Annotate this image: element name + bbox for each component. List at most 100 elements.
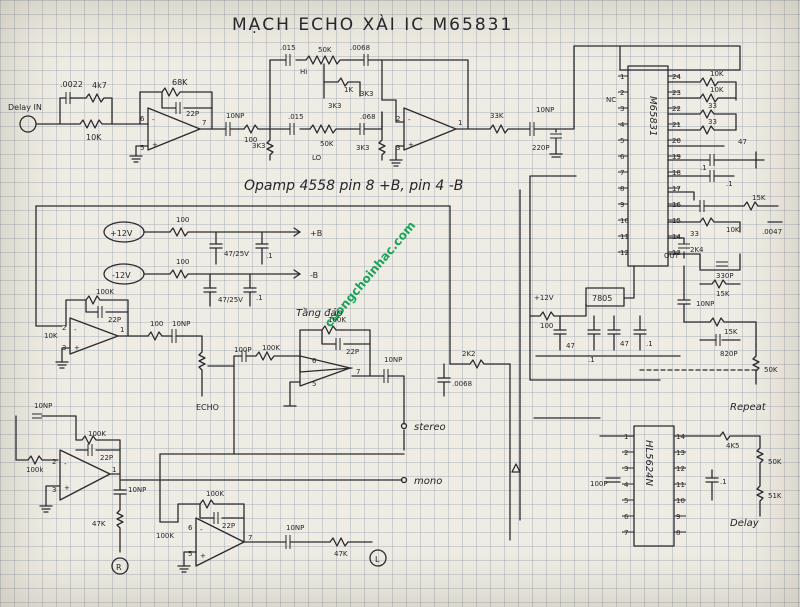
m65831-pin-22-right-number: 22: [672, 105, 681, 113]
regulator-body: [585, 287, 625, 307]
m65831-pin-4-left-number: 4: [620, 121, 625, 129]
hl5624n-pin-1-left-number: 1: [624, 433, 628, 441]
svg-text:100K: 100K: [156, 532, 174, 540]
hl5624n-pin-14-right-number: 14: [676, 433, 685, 441]
svg-text:1: 1: [112, 466, 116, 474]
m65831-pin-10-left-number: 10: [620, 217, 629, 225]
svg-text:-: -: [200, 526, 203, 534]
svg-text:7: 7: [202, 119, 206, 127]
power-supply: +12V 100 +B 47/25V .1 -12V 100 -B 47/25V…: [103, 216, 322, 307]
m65831-pin-11-left-number: 11: [620, 233, 629, 241]
svg-text:+: +: [152, 141, 158, 149]
m65831-pin-19-right-number: 19: [672, 153, 681, 161]
svg-text:100K: 100K: [206, 490, 224, 498]
svg-text:100K: 100K: [96, 288, 114, 296]
echo-stage: ECHO 100P 100K 6 5 7 100K 22P 10NP 2K2 .…: [159, 316, 511, 523]
svg-text:-: -: [74, 326, 77, 334]
svg-text:.1: .1: [726, 180, 733, 188]
hl5624n-pin-4-left-number: 4: [624, 481, 629, 489]
svg-text:2K4: 2K4: [690, 246, 704, 254]
svg-text:100: 100: [540, 322, 553, 330]
m65831-pin-6-left-number: 6: [620, 153, 625, 161]
hl5624n-pin-11-right-number: 11: [676, 481, 685, 489]
left-output-jack: [369, 549, 387, 567]
svg-text:+: +: [74, 344, 80, 352]
svg-text:47: 47: [566, 342, 575, 350]
right-output-stage: 10NP 100K 22P 100k - + 2 3 1 10NP 47K NC…: [15, 402, 146, 575]
svg-text:10NP: 10NP: [696, 300, 714, 308]
input-stage: Delay IN .0022 4k7 10K: [8, 80, 141, 142]
ic-hl5624n-name: HL5624N: [643, 440, 654, 487]
svg-text:47: 47: [738, 138, 747, 146]
svg-text:3K3: 3K3: [356, 144, 370, 152]
svg-text:820P: 820P: [720, 350, 738, 358]
svg-text:.1: .1: [266, 252, 273, 260]
m65831-pin-23-right-number: 23: [672, 89, 681, 97]
title: MẠCH ECHO XÀI IC M65831: [232, 13, 513, 35]
svg-text:100K: 100K: [262, 344, 280, 352]
svg-text:10NP: 10NP: [34, 402, 52, 410]
svg-text:22P: 22P: [222, 522, 235, 530]
svg-text:.0068: .0068: [350, 44, 370, 52]
hl5624n-pin-6-left-number: 6: [624, 513, 629, 521]
m65831-pin-3-left-number: 3: [620, 105, 624, 113]
svg-text:33: 33: [708, 118, 717, 126]
svg-text:2: 2: [62, 324, 66, 332]
ic-hl5624n-body: [633, 425, 675, 547]
ic-m65831-right-parts: 10K 10K 33 33 47 .1 .1 15K 33 10K .0047 …: [667, 70, 783, 298]
svg-text:5: 5: [312, 380, 316, 388]
svg-text:-B: -B: [310, 271, 318, 280]
svg-text:-12V: -12V: [112, 271, 131, 280]
right-output-jack: [111, 557, 129, 575]
svg-text:33: 33: [690, 230, 699, 238]
svg-text:7: 7: [356, 368, 360, 376]
m65831-pin-5-left-number: 5: [620, 137, 624, 145]
ic-m65831-body: [627, 65, 669, 267]
svg-text:.1: .1: [720, 478, 727, 486]
svg-text:100K: 100K: [88, 430, 106, 438]
svg-text:LO: LO: [312, 154, 322, 162]
tang-dao-stage: - + 2 3 1 10K 100K 22P 100 10NP Tầng đảo: [35, 205, 451, 397]
m65831-pin-24-right-number: 24: [672, 73, 681, 81]
svg-text:.1: .1: [588, 356, 595, 364]
svg-text:100: 100: [176, 258, 189, 266]
svg-text:.0068: .0068: [452, 380, 472, 388]
svg-text:6: 6: [140, 115, 145, 123]
svg-text:100: 100: [150, 320, 163, 328]
svg-text:1K: 1K: [344, 86, 353, 94]
svg-text:3: 3: [396, 144, 400, 152]
m65831-pin-9-left-number: 9: [620, 201, 624, 209]
svg-text:6: 6: [188, 524, 193, 532]
svg-text:+: +: [408, 141, 414, 149]
cap-0022-label: .0022: [60, 80, 83, 89]
res-4k7: [69, 93, 113, 125]
svg-text:-: -: [408, 116, 411, 124]
svg-text:10K: 10K: [710, 70, 724, 78]
svg-text:10NP: 10NP: [172, 320, 190, 328]
svg-text:50K: 50K: [768, 458, 782, 466]
stereo-mono-switch: stereo mono: [119, 422, 446, 487]
delay-in-label: Delay IN: [8, 103, 42, 112]
tone-network: .015 50K .0068 Hi 1K 3K3 .015 50K .068 3…: [252, 44, 397, 162]
svg-text:47: 47: [620, 340, 629, 348]
res-4k7-label: 4k7: [92, 81, 107, 90]
svg-text:100k: 100k: [26, 466, 44, 474]
svg-text:2: 2: [52, 458, 56, 466]
opamp-note: Opamp 4558 pin 8 +B, pin 4 -B: [244, 178, 463, 194]
svg-text:10NP: 10NP: [536, 106, 554, 114]
hl5624n-pin-7-left-number: 7: [624, 529, 628, 537]
svg-text:5: 5: [188, 550, 192, 558]
svg-text:47K: 47K: [92, 520, 106, 528]
svg-text:47/25V: 47/25V: [218, 296, 243, 304]
svg-text:+: +: [64, 484, 70, 492]
svg-text:1: 1: [120, 326, 124, 334]
ic-m65831: M65831 NC OUT: [606, 65, 680, 267]
hl5624n-pin-8-right-number: 8: [676, 529, 680, 537]
m65831-pin-8-left-number: 8: [620, 185, 624, 193]
regulator-7805: +12V 100 7805 47 .1 47 .1: [529, 265, 681, 364]
svg-text:50K: 50K: [320, 140, 334, 148]
svg-text:2K2: 2K2: [462, 350, 476, 358]
svg-text:+: +: [200, 552, 206, 560]
